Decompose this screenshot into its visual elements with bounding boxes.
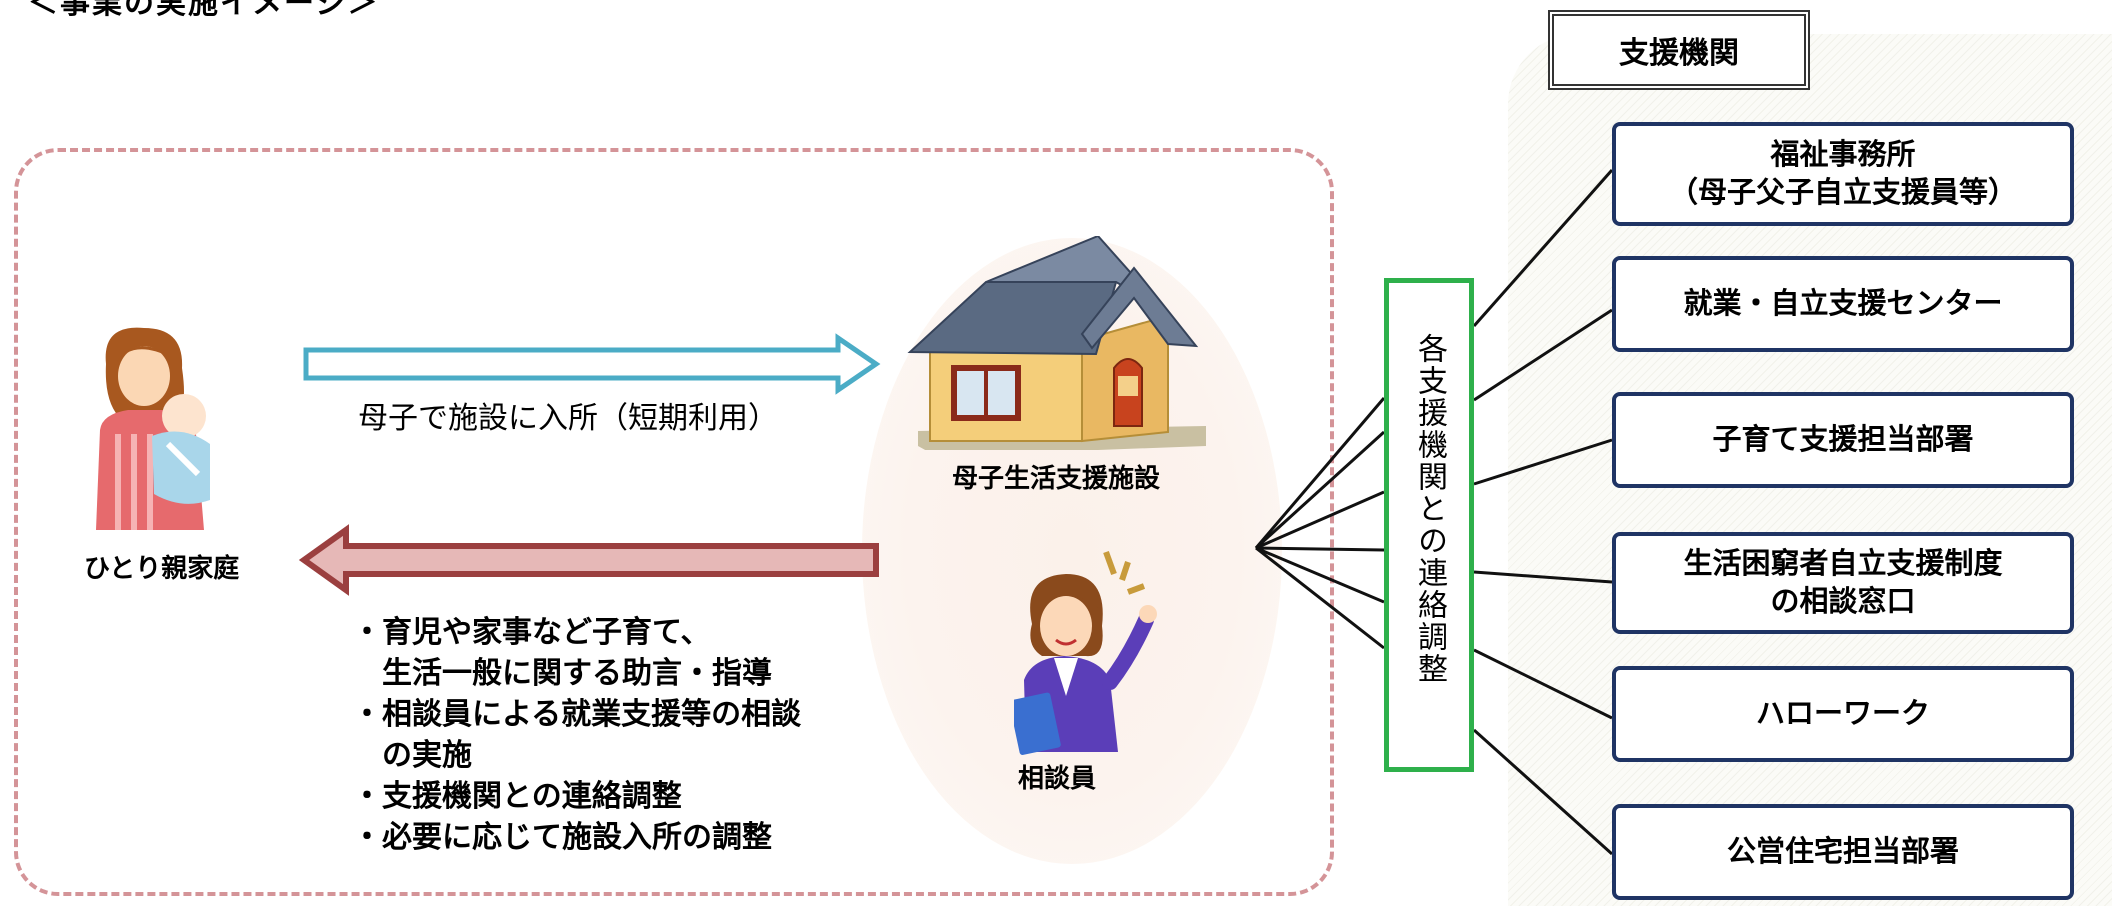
agency-employment-center: 就業・自立支援センター [1612, 256, 2074, 352]
family-label: ひとり親家庭 [84, 554, 240, 584]
agency-label: 福祉事務所 [1770, 137, 1916, 172]
forward-arrow [303, 333, 881, 395]
house-icon [907, 236, 1206, 450]
service-line: ・必要に応じて施設入所の調整 [352, 820, 772, 856]
agency-public-housing: 公営住宅担当部署 [1612, 804, 2074, 900]
counselor-icon [1014, 550, 1157, 755]
service-line: ・育児や家事など子育て、 [352, 615, 711, 650]
mother-baby-icon [96, 327, 210, 530]
service-line: 生活一般に関する助言・指導 [352, 656, 772, 692]
service-list: ・育児や家事など子育て、 生活一般に関する助言・指導 ・相談員による就業支援等の… [352, 612, 801, 859]
coordination-label: 各支援機関との連絡調整 [1412, 333, 1447, 685]
service-line: ・支援機関との連絡調整 [352, 779, 682, 815]
page-title: ＜事業の実施イメージ＞ [28, 0, 380, 21]
agency-welfare-office: 福祉事務所 （母子父子自立支援員等） [1612, 122, 2074, 226]
facility-label: 母子生活支援施設 [952, 464, 1161, 494]
counselor-label: 相談員 [1018, 764, 1097, 794]
agency-header: 支援機関 [1548, 10, 1810, 90]
service-line: ・相談員による就業支援等の相談 [352, 697, 802, 733]
agency-hello-work: ハローワーク [1612, 666, 2074, 762]
agency-childcare-dept: 子育て支援担当部署 [1612, 392, 2074, 488]
agency-sublabel: （母子父子自立支援員等） [1668, 175, 2017, 209]
agency-label: 生活困窮者自立支援制度 [1683, 546, 2003, 581]
service-line: の実施 [352, 738, 472, 774]
agency-label: 子育て支援担当部署 [1712, 422, 1974, 457]
agency-label: 公営住宅担当部署 [1726, 834, 1959, 869]
agency-livelihood-support: 生活困窮者自立支援制度 の相談窓口 [1612, 532, 2074, 634]
agency-label: 就業・自立支援センター [1683, 286, 2003, 321]
coordination-box: 各支援機関との連絡調整 [1384, 278, 1474, 772]
agency-sublabel: の相談窓口 [1770, 584, 1916, 618]
back-arrow [298, 524, 879, 596]
forward-label: 母子で施設に入所（短期利用） [358, 401, 778, 436]
facility-scope-area [14, 148, 1334, 896]
agency-label: ハローワーク [1755, 696, 1930, 731]
